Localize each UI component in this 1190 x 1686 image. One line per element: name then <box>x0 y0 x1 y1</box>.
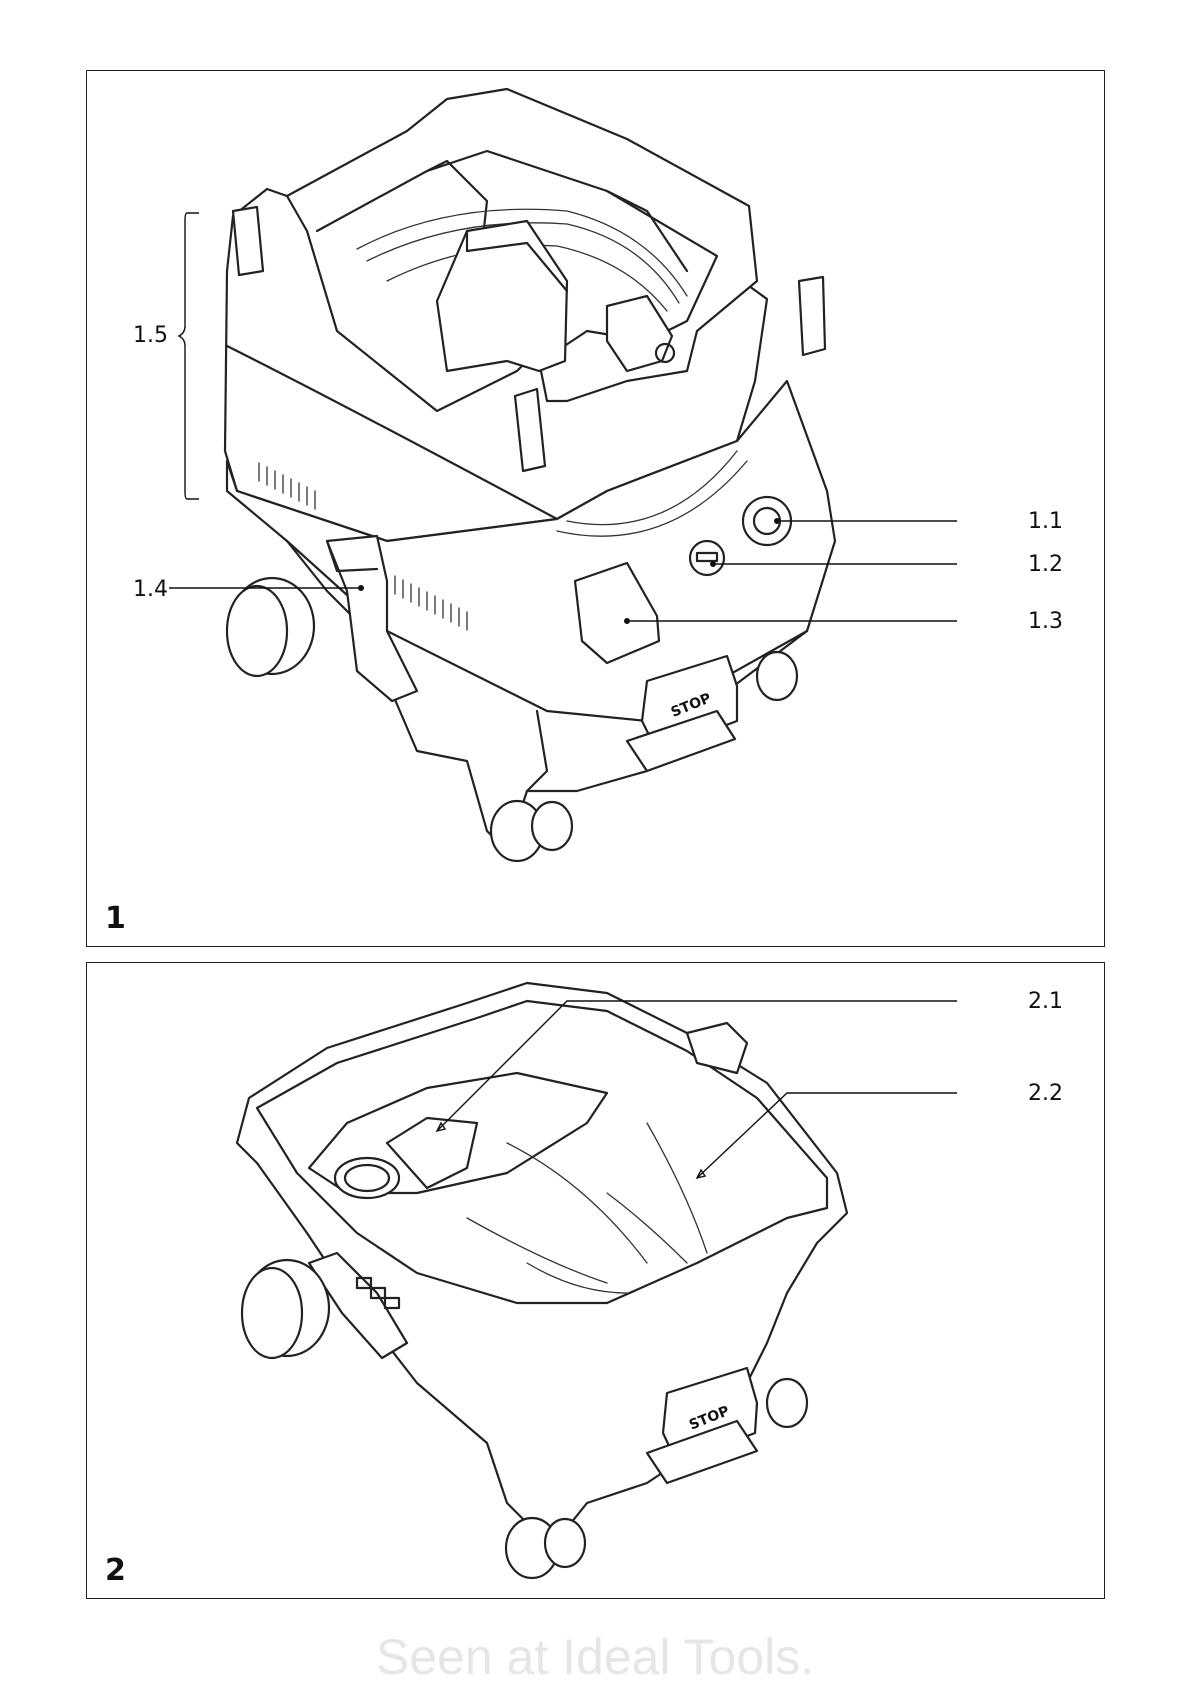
callout-1-5-bracket <box>179 213 199 499</box>
callout-1-3: 1.3 <box>1028 609 1063 634</box>
callout-2-1: 2.1 <box>1028 989 1063 1014</box>
callout-1-2: 1.2 <box>1028 552 1063 577</box>
wheel-rear-right <box>757 652 797 700</box>
callout-1-5: 1.5 <box>133 323 168 348</box>
figure-1-number: 1 <box>105 901 126 936</box>
callout-1-1: 1.1 <box>1028 509 1063 534</box>
latch-left <box>233 207 263 275</box>
vacuum-cleaner-illustration: STOP <box>87 71 1106 948</box>
callout-1-4: 1.4 <box>133 577 168 602</box>
wheel-rear-right <box>767 1379 807 1427</box>
latch-right <box>799 277 825 355</box>
figure-2-number: 2 <box>105 1553 126 1588</box>
figure-1-panel: STOP 1.1 1.2 1.3 1.4 1.5 1 <box>86 70 1105 947</box>
figure-2-panel: STOP 2.1 2.2 2 <box>86 962 1105 1599</box>
suction-regulator <box>690 541 724 575</box>
vacuum-container-illustration: STOP <box>87 963 1106 1600</box>
watermark-text: Seen at Ideal Tools. <box>0 1628 1190 1686</box>
callout-2-2: 2.2 <box>1028 1081 1063 1106</box>
